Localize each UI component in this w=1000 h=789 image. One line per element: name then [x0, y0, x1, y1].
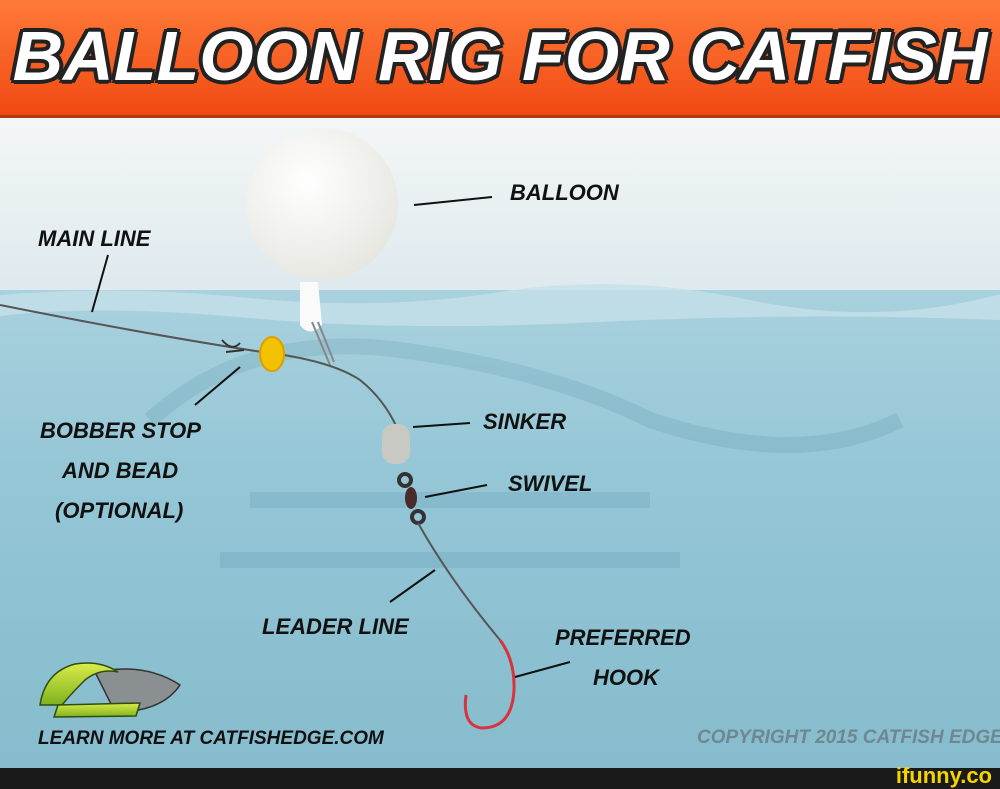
label-bobber-stop: BOBBER STOP [40, 418, 201, 443]
bobber-stop [221, 339, 245, 353]
label-optional: (OPTIONAL) [55, 498, 184, 523]
rig-diagram [0, 118, 1000, 768]
learn-more-text: LEARN MORE AT CATFISHEDGE.COM [38, 728, 384, 749]
sinker [382, 424, 410, 464]
label-leader-line: LEADER LINE [262, 614, 409, 639]
label-swivel: SWIVEL [508, 471, 593, 496]
label-balloon: BALLOON [510, 180, 619, 205]
title-banner: BALLOON RIG FOR CATFISH [0, 0, 1000, 118]
catfish-edge-logo [39, 662, 182, 718]
label-sinker: SINKER [483, 409, 567, 434]
balloon [246, 128, 398, 280]
leader-line [417, 522, 501, 641]
snap-clip [311, 321, 335, 366]
ifunny-watermark: ifunny.co [895, 763, 992, 788]
label-and-bead: AND BEAD [62, 458, 179, 483]
page-title: BALLOON RIG FOR CATFISH [12, 17, 988, 95]
label-main-line: MAIN LINE [38, 226, 151, 251]
watermark-bar: ifunny.co [0, 764, 1000, 789]
balloon-knot [300, 282, 322, 332]
sky [0, 118, 1000, 298]
water-surface [0, 284, 1000, 327]
label-preferred: PREFERRED [555, 625, 691, 650]
hook [463, 639, 516, 730]
swivel-body [405, 487, 417, 509]
pointer-lines [91, 196, 571, 678]
label-hook: HOOK [593, 665, 659, 690]
bead [259, 336, 285, 372]
copyright-text: COPYRIGHT 2015 CATFISH EDGE [697, 727, 1000, 748]
